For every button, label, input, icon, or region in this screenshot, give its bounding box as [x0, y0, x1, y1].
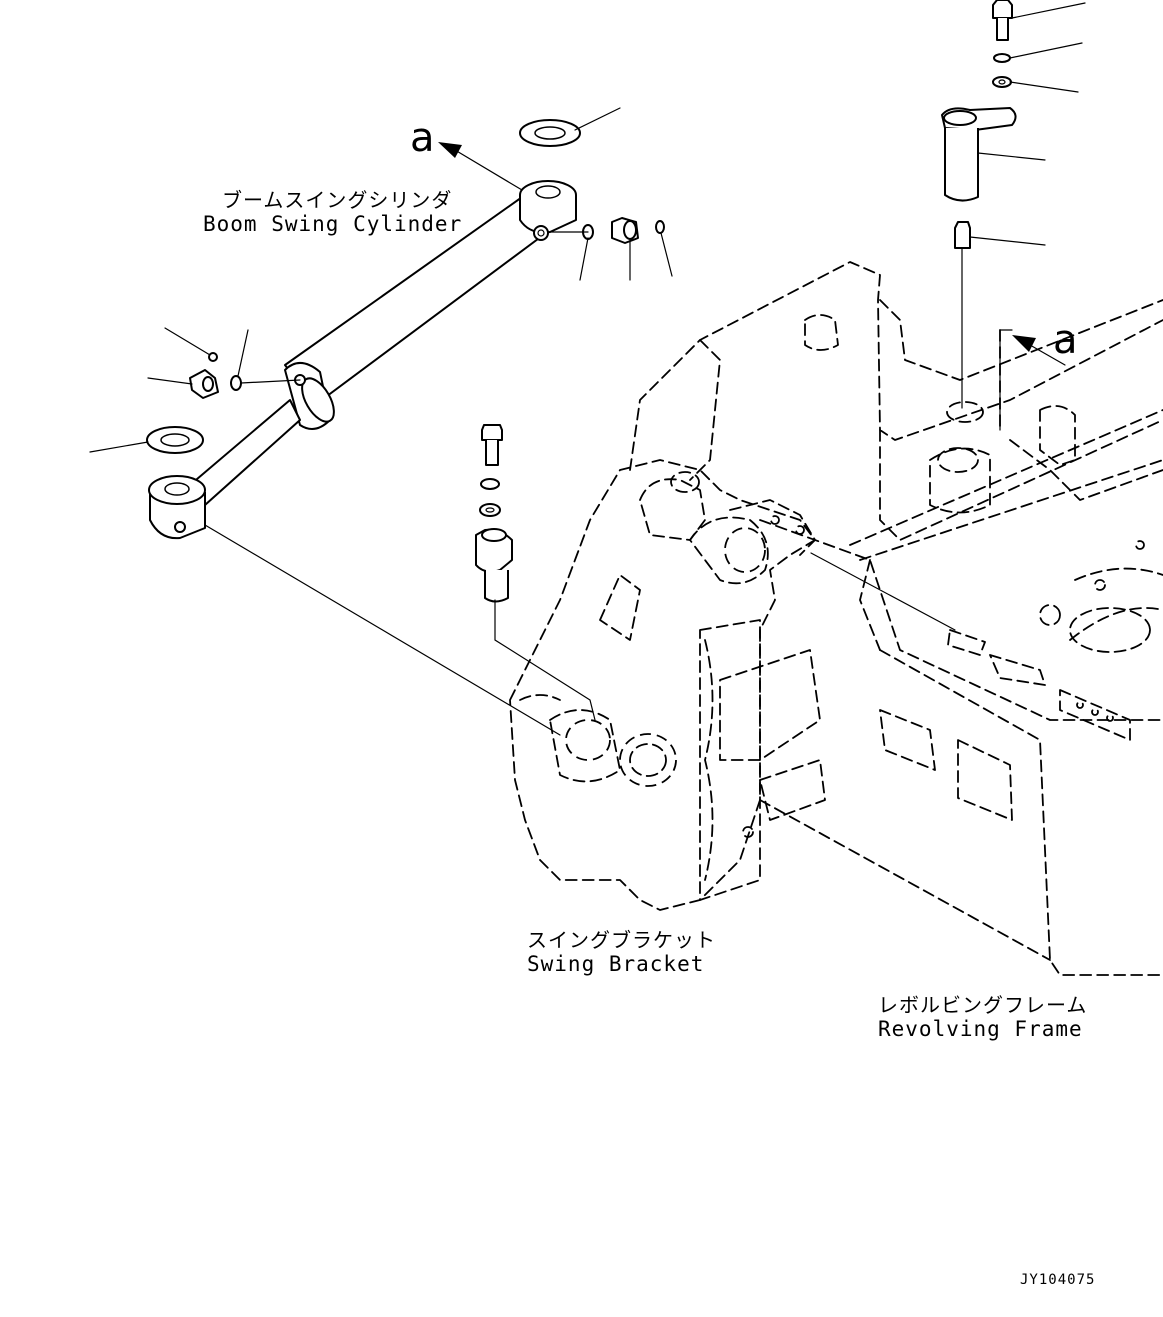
- grease-fitting-upper: [582, 217, 665, 244]
- swing-bracket-label-en: Swing Bracket: [527, 952, 705, 976]
- view-marker-a-left: a: [410, 115, 435, 161]
- pin-assembly-center: [475, 424, 513, 603]
- washers: [146, 119, 581, 454]
- revolving-frame-label-jp: レボルビングフレーム: [878, 993, 1088, 1017]
- boom-swing-cylinder-label-jp: ブームスイングシリンダ: [222, 188, 453, 212]
- revolving-frame: [629, 261, 1163, 976]
- swing-bracket-label-jp: スイングブラケット: [527, 928, 716, 952]
- revolving-frame-label-en: Revolving Frame: [878, 1017, 1083, 1041]
- pin-assembly-upper-right: [941, 0, 1017, 249]
- view-arrows: [438, 142, 1066, 366]
- boom-swing-cylinder-label-en: Boom Swing Cylinder: [203, 212, 463, 236]
- boom-swing-cylinder: [148, 180, 577, 540]
- view-marker-a-right: a: [1053, 317, 1078, 363]
- leader-lines: [89, 2, 1086, 736]
- swing-bracket: [509, 459, 826, 911]
- drawing-code: JY104075: [1020, 1272, 1096, 1288]
